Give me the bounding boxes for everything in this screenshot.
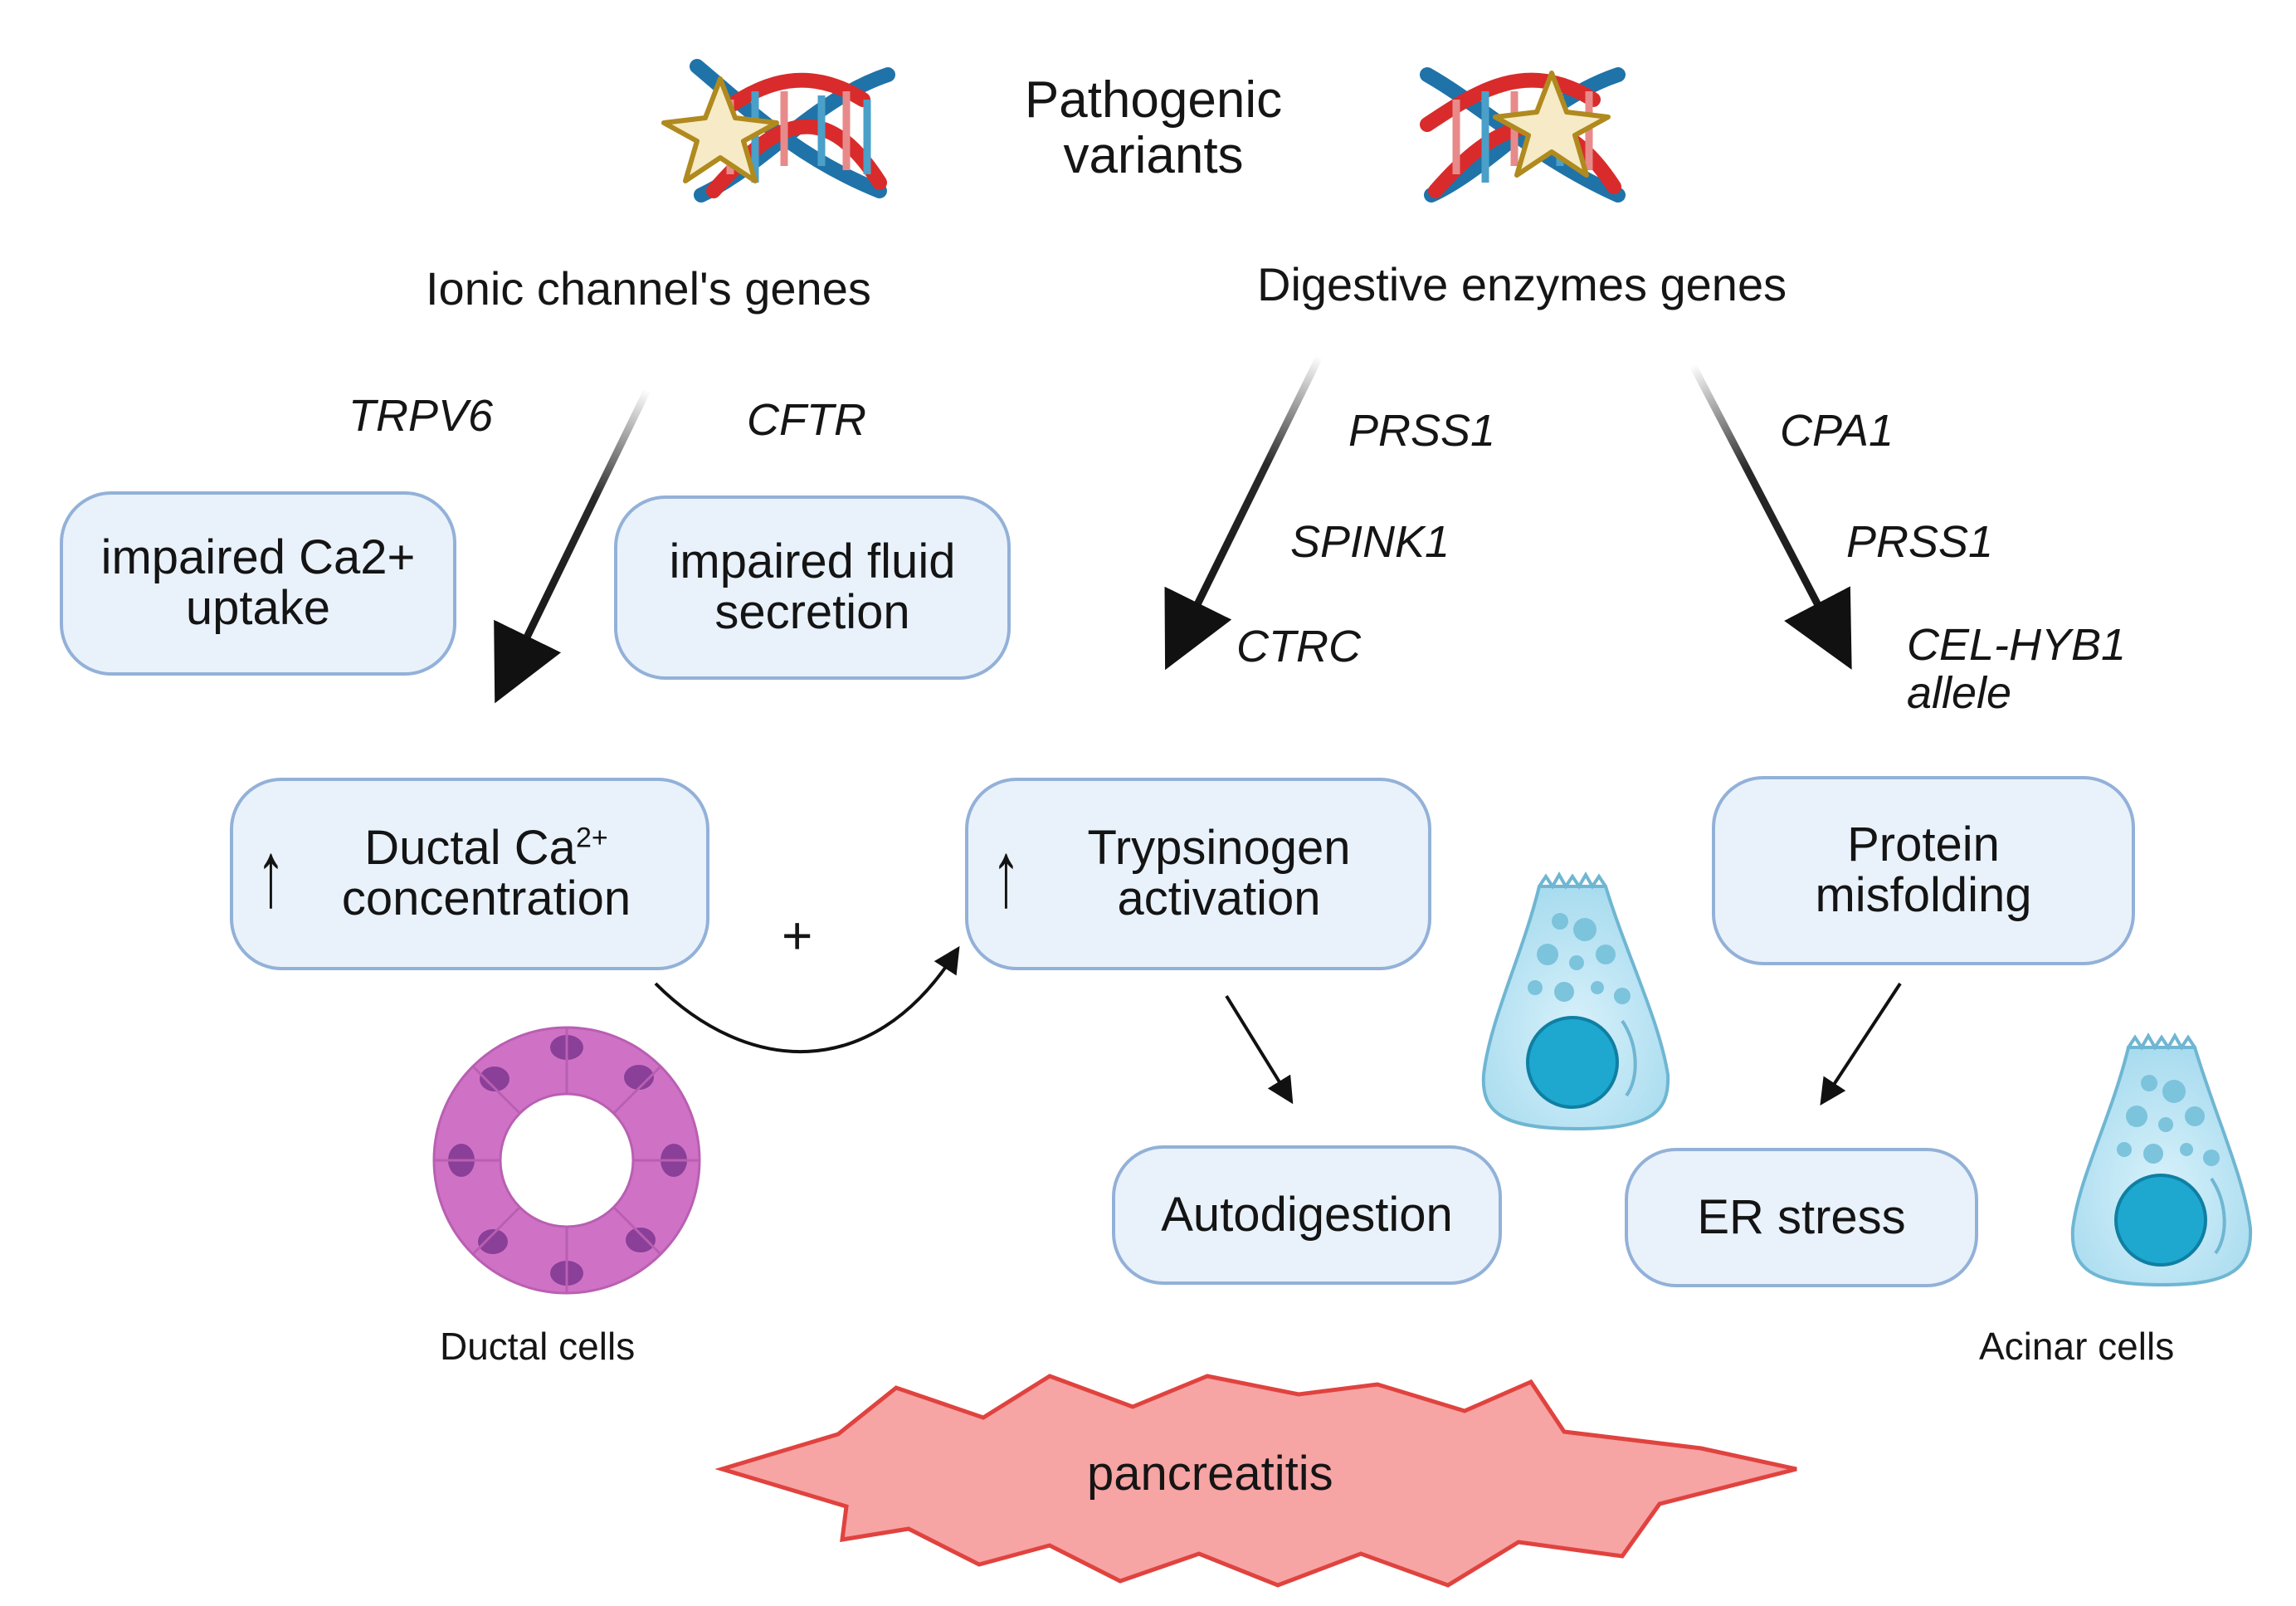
pancreatitis-burst-shape bbox=[714, 1374, 1797, 1588]
arrow-enzymes-to-trypsinogen bbox=[1164, 355, 1323, 671]
ductal-ca-prefix: Ductal Ca bbox=[364, 821, 576, 876]
trypsinogen-activation-box: ↑ Trypsinogen activation bbox=[965, 778, 1431, 970]
ductal-ca-superscript: 2+ bbox=[575, 822, 608, 854]
ductal-cells-caption: Ductal cells bbox=[440, 1325, 636, 1368]
ductal-ca-text: Ductal Ca2+ concentration bbox=[309, 823, 631, 925]
er-stress-box: ER stress bbox=[1625, 1148, 1978, 1287]
impaired-ca-uptake-box: impaired Ca2+ uptake bbox=[60, 491, 456, 676]
trypsinogen-activation-text: Trypsinogen activation bbox=[1087, 821, 1351, 925]
increase-arrow-icon: ↑ bbox=[256, 822, 285, 926]
impaired-ca-uptake-text: impaired Ca2+ uptake bbox=[100, 530, 416, 635]
increase-arrow-icon: ↑ bbox=[992, 822, 1021, 926]
protein-misfolding-box: Protein misfolding bbox=[1712, 776, 2135, 965]
arrow-enzymes-to-misfolding bbox=[1689, 363, 1852, 670]
ductal-ca-concentration-box: ↑ Ductal Ca2+ concentration bbox=[230, 778, 709, 970]
diagram-title: Pathogenic variants bbox=[1024, 71, 1283, 184]
arrow-ductal-to-trypsinogen bbox=[654, 945, 960, 1054]
digestive-enzymes-genes-label: Digestive enzymes genes bbox=[1257, 258, 1787, 310]
ductal-ca-suffix: concentration bbox=[341, 871, 631, 925]
arrow-ionic-to-ductal bbox=[494, 388, 651, 704]
pancreatitis-label: pancreatitis bbox=[1087, 1447, 1333, 1501]
gene-trpv6: TRPV6 bbox=[349, 391, 494, 441]
acinar-cells-caption: Acinar cells bbox=[1979, 1325, 2175, 1368]
ductal-cells-icon bbox=[432, 1026, 701, 1295]
er-stress-text: ER stress bbox=[1697, 1189, 1906, 1244]
gene-prss1-right: PRSS1 bbox=[1846, 517, 1994, 567]
autodigestion-box: Autodigestion bbox=[1112, 1145, 1502, 1285]
mutation-star-icon-left bbox=[661, 76, 779, 183]
impaired-fluid-secretion-box: impaired fluid secretion bbox=[614, 495, 1011, 680]
impaired-fluid-secretion-text: impaired fluid secretion bbox=[669, 535, 956, 639]
gene-cftr: CFTR bbox=[747, 395, 866, 445]
gene-spink1: SPINK1 bbox=[1290, 517, 1450, 567]
gene-cel-hyb1-allele: CEL-HYB1 allele bbox=[1907, 620, 2127, 719]
gene-prss1-middle: PRSS1 bbox=[1348, 406, 1496, 456]
gene-cpa1: CPA1 bbox=[1780, 406, 1894, 456]
protein-misfolding-text: Protein misfolding bbox=[1815, 818, 2032, 922]
arrow-trypsinogen-to-autodigestion bbox=[1225, 994, 1294, 1105]
plus-sign: + bbox=[782, 906, 813, 965]
ionic-channel-genes-label: Ionic channel's genes bbox=[426, 262, 871, 315]
mutation-star-icon-right bbox=[1493, 71, 1611, 178]
acinar-cell-icon-1 bbox=[1481, 871, 1670, 1131]
acinar-cell-icon-2 bbox=[2070, 1032, 2253, 1287]
arrow-misfolding-to-er-stress bbox=[1820, 982, 1902, 1106]
gene-ctrc: CTRC bbox=[1236, 622, 1361, 671]
autodigestion-text: Autodigestion bbox=[1161, 1187, 1453, 1242]
